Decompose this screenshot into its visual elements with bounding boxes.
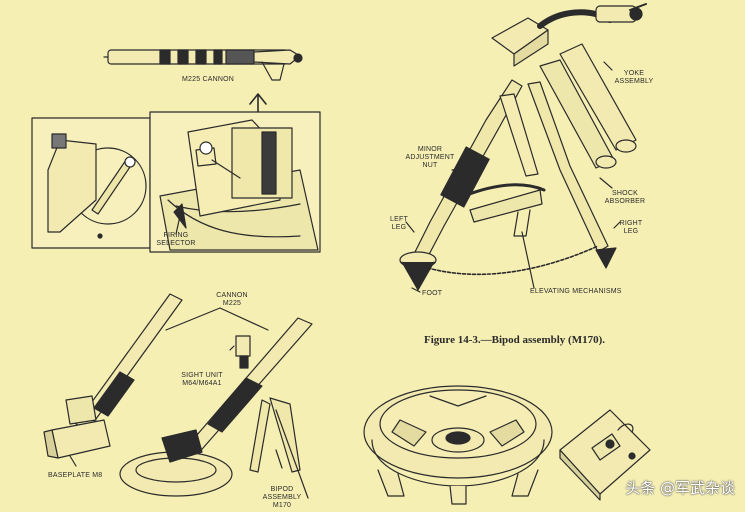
round-baseplate-drawing [363,385,553,505]
label-foot: FOOT [422,290,443,297]
arrow-up-icon [249,93,267,113]
label-bipod-assembly: BIPOD ASSEMBLY M170 [262,486,302,509]
small-baseplate-drawing [559,409,651,501]
label-left-leg: LEFT LEG [390,216,408,231]
label-right-leg: RIGHT LEG [619,220,643,235]
assembled-mortar-drawing [43,293,313,499]
breech-assembly-drawing [149,111,321,253]
label-m225-cannon: M225 CANNON [182,76,234,83]
label-cannon-m225: CANNON M225 [216,292,248,307]
bipod-m170-drawing [399,3,647,293]
label-shock-absorber: SHOCK ABSORBER [604,190,646,205]
label-sight-unit: SIGHT UNIT M64/M64A1 [181,372,223,387]
label-minor-adjustment-nut: MINOR ADJUSTMENT NUT [405,146,455,169]
figure-caption: Figure 14-3.—Bipod assembly (M170). [424,334,605,346]
firing-selector-inset [31,117,151,249]
label-elevating-mechanisms: ELEVATING MECHANISMS [530,288,622,295]
m225-cannon-drawing [103,49,303,81]
label-yoke-assembly: YOKE ASSEMBLY [614,70,654,85]
label-firing-selector: FIRING SELECTOR [156,232,196,247]
watermark: 头条 @军武杂谈 [625,479,735,497]
label-baseplate-m8: BASEPLATE M8 [48,472,103,479]
